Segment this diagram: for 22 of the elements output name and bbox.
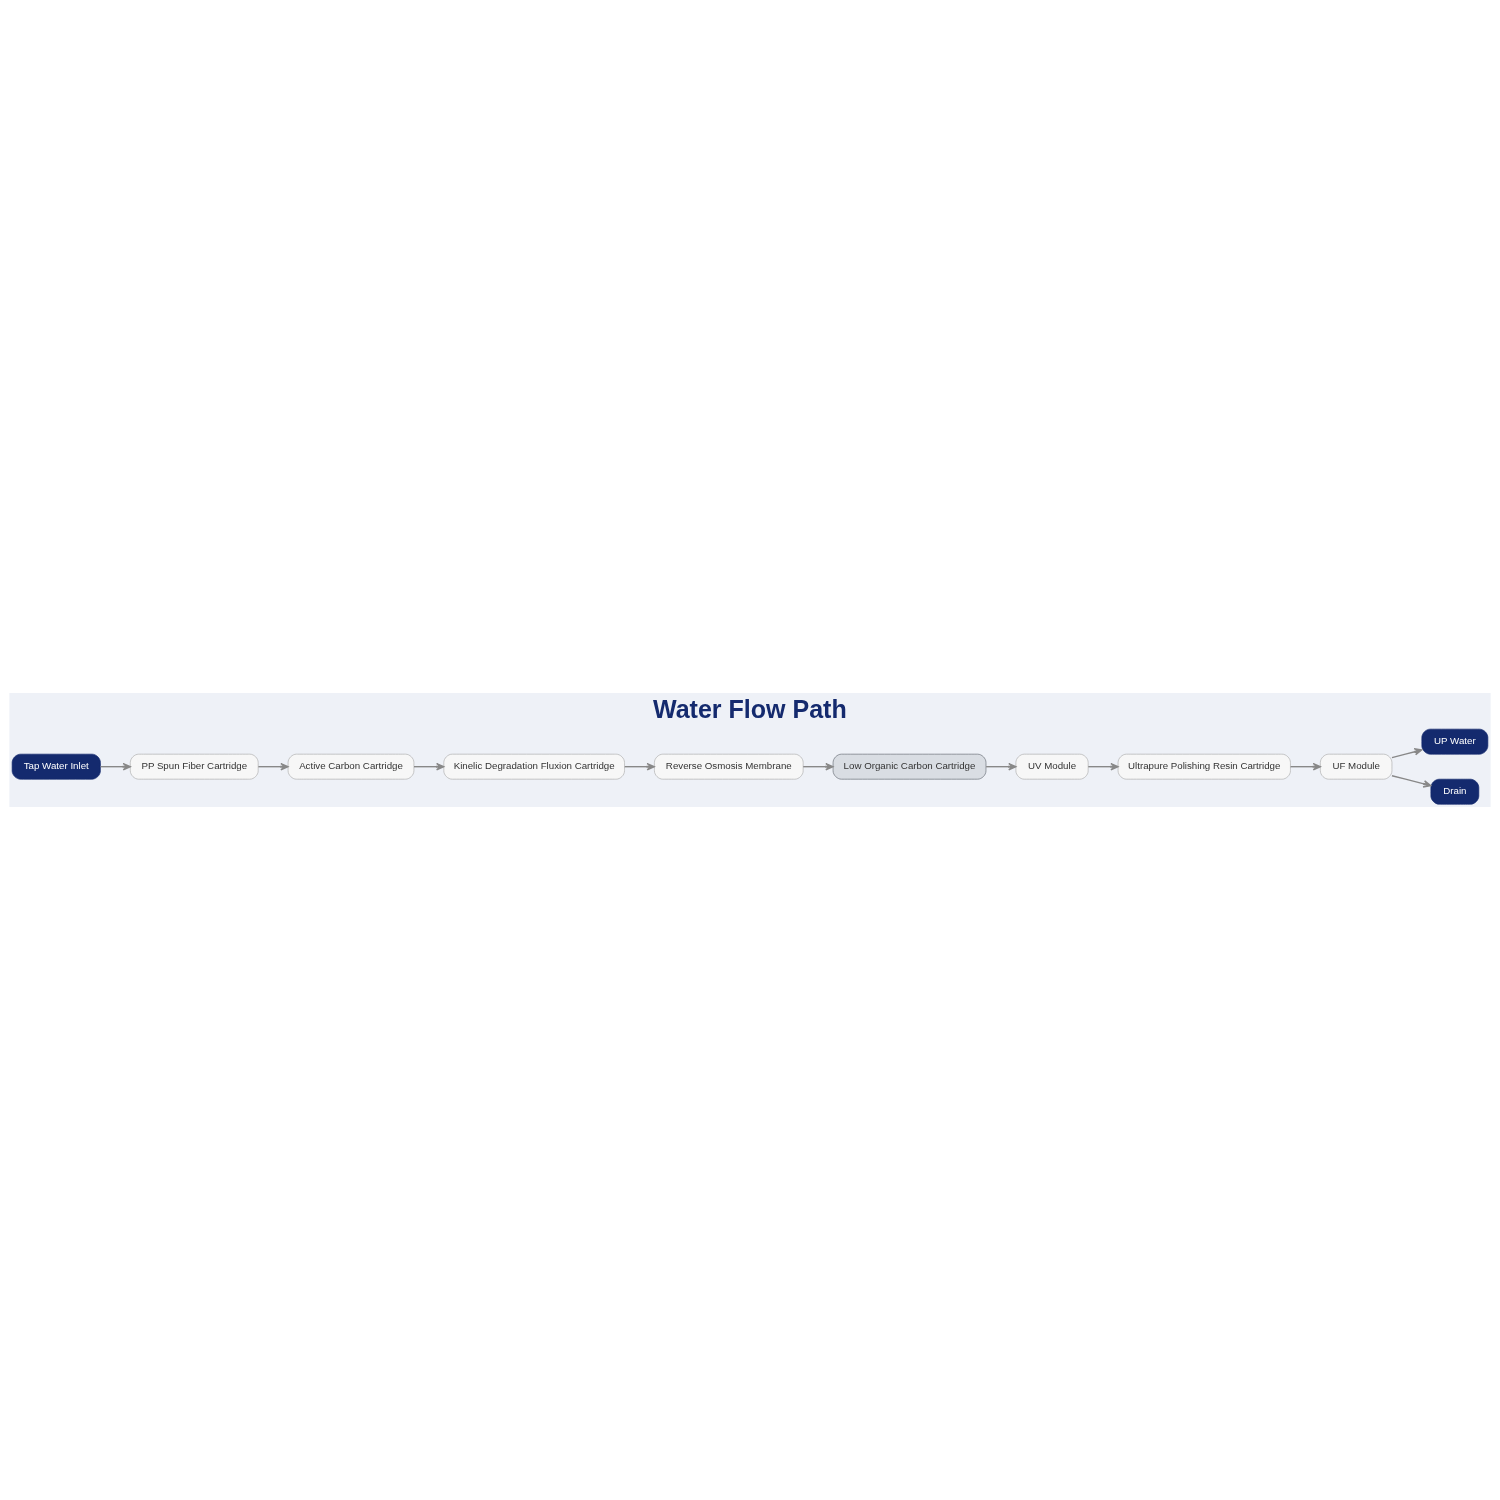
node-box: UP Water xyxy=(1421,728,1489,755)
arrow xyxy=(802,762,834,771)
arrow xyxy=(257,762,289,771)
arrow xyxy=(99,762,131,771)
node-box: UF Module xyxy=(1320,753,1393,780)
arrow xyxy=(1087,762,1119,771)
arrow xyxy=(1391,775,1432,788)
node-box: PP Spun Fiber Cartridge xyxy=(129,753,259,780)
arrow xyxy=(413,762,445,771)
node-box: UV Module xyxy=(1015,753,1089,780)
arrow xyxy=(1391,748,1423,759)
diagram-title: Water Flow Path xyxy=(653,694,847,723)
node-box: Low Organic Carbon Cartridge xyxy=(832,753,987,780)
node-box: Ultrapure Polishing Resin Cartridge xyxy=(1117,753,1291,780)
node-box: Active Carbon Cartridge xyxy=(287,753,415,780)
node-box: Tap Water Inlet xyxy=(11,753,101,780)
arrow xyxy=(624,762,655,771)
node-box: Drain xyxy=(1430,778,1480,805)
arrow xyxy=(985,762,1017,771)
arrow xyxy=(1289,762,1321,771)
node-box: Reverse Osmosis Membrane xyxy=(654,753,804,780)
node-box: Kinelic Degradation Fluxion Cartridge xyxy=(443,753,625,780)
